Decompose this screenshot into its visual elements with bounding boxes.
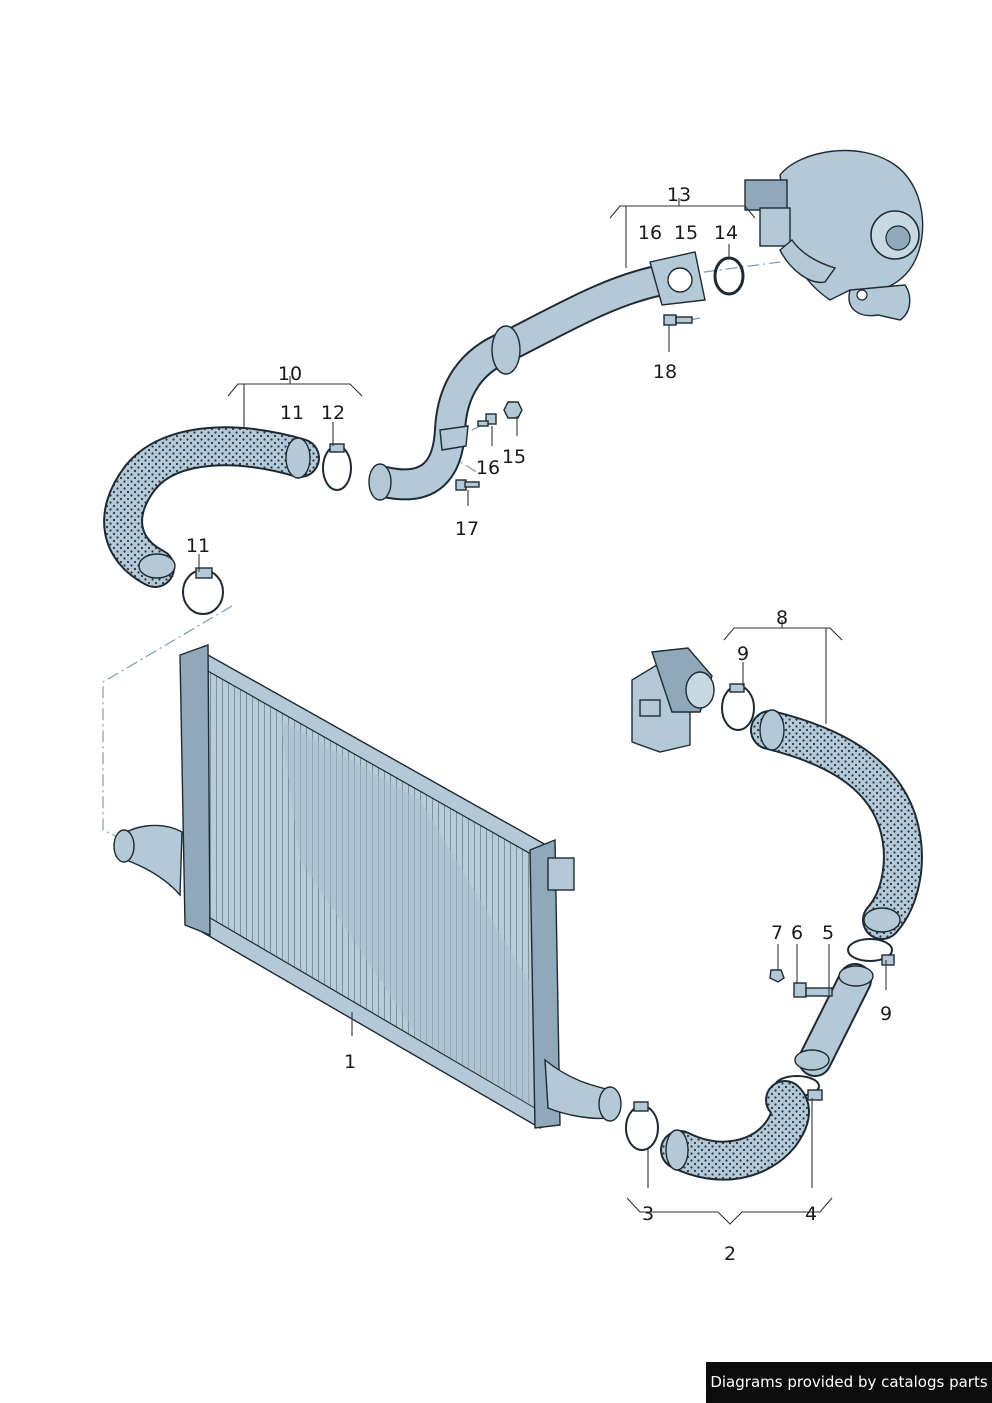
callout-10: 10 xyxy=(278,363,302,385)
callout-3: 3 xyxy=(642,1203,654,1225)
throttle-body xyxy=(631,647,715,753)
callout-16-lower: 16 xyxy=(476,457,500,479)
hose-clamp-3 xyxy=(625,1101,659,1151)
callout-4: 4 xyxy=(805,1203,817,1225)
hose-clamp-12 xyxy=(322,443,352,491)
callout-14: 14 xyxy=(714,222,738,244)
hose-clamp-11-lower xyxy=(182,567,224,615)
callout-11-lower: 11 xyxy=(186,535,210,557)
callout-7: 7 xyxy=(771,922,783,944)
o-ring-14 xyxy=(713,256,745,296)
callout-5: 5 xyxy=(822,922,834,944)
bolt-16 xyxy=(477,413,497,427)
callout-9-lower: 9 xyxy=(880,1003,892,1025)
callout-9-upper: 9 xyxy=(737,643,749,665)
hose-clamp-9-upper xyxy=(721,683,755,731)
leader-lines xyxy=(198,198,887,1225)
callout-labels: 1 2 3 4 5 6 7 8 9 9 10 11 11 12 13 14 15… xyxy=(186,184,892,1265)
charge-pipe-13 xyxy=(368,251,706,501)
callout-15-upper: 15 xyxy=(674,222,698,244)
bracket-6 xyxy=(793,982,833,998)
callout-11-upper: 11 xyxy=(280,402,304,424)
callout-18: 18 xyxy=(653,361,677,383)
callout-17: 17 xyxy=(455,518,479,540)
callout-6: 6 xyxy=(791,922,803,944)
bolt-18 xyxy=(663,314,693,326)
bolt-7 xyxy=(769,969,785,983)
callout-1: 1 xyxy=(344,1051,356,1073)
intercooler xyxy=(113,644,622,1129)
charge-air-hose-8 xyxy=(750,709,923,940)
callout-16-upper: 16 xyxy=(638,222,662,244)
charge-air-hose-2 xyxy=(660,1080,810,1181)
hose-clamp-9-lower xyxy=(847,938,895,966)
nut-15 xyxy=(503,401,523,419)
callout-15-lower: 15 xyxy=(502,446,526,468)
charge-air-hose-10 xyxy=(103,426,320,588)
credit-banner: Diagrams provided by catalogs parts xyxy=(706,1362,992,1403)
charge-pipe-5 xyxy=(794,963,874,1077)
callout-13: 13 xyxy=(667,184,691,206)
turbocharger xyxy=(744,149,924,321)
callout-2: 2 xyxy=(724,1243,736,1265)
bolt-17 xyxy=(455,479,480,491)
callout-8: 8 xyxy=(776,607,788,629)
callout-12: 12 xyxy=(321,402,345,424)
